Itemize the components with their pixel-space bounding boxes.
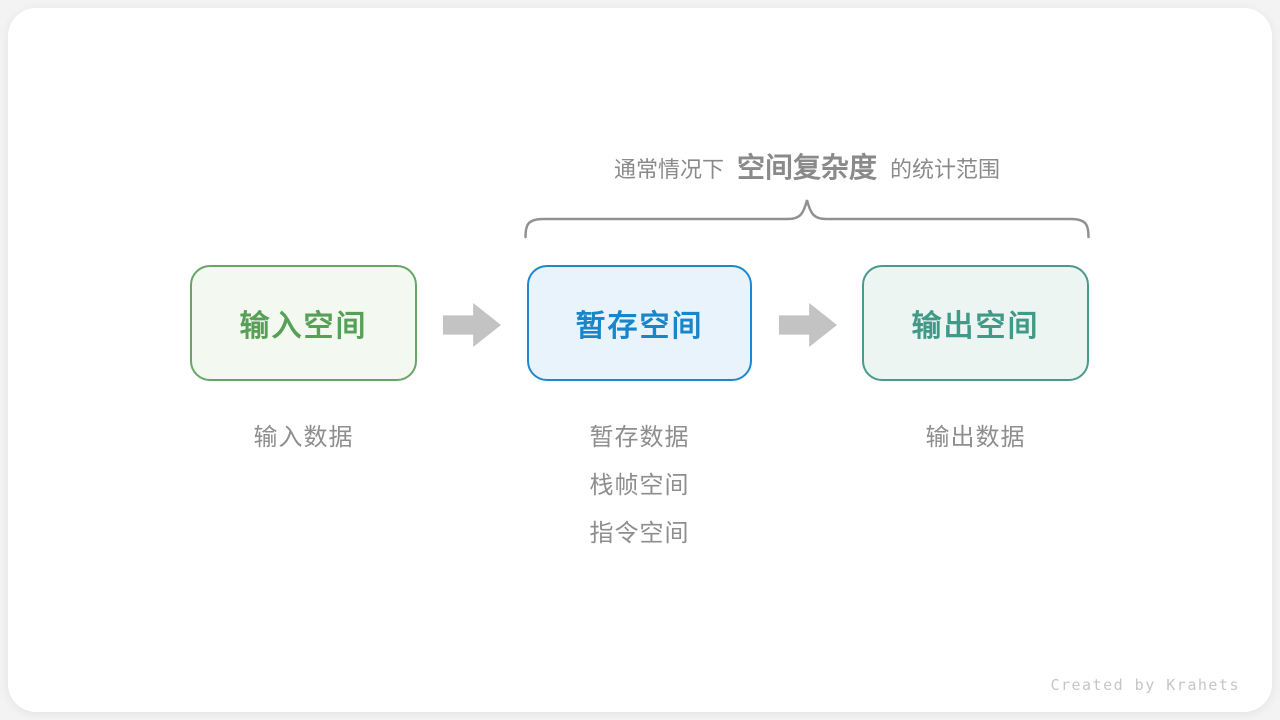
output-space-box: 输出空间 bbox=[862, 265, 1089, 381]
scope-title-prefix: 通常情况下 bbox=[613, 157, 724, 182]
note-line: 输出数据 bbox=[925, 424, 1026, 451]
curly-brace bbox=[524, 199, 1090, 239]
temp-space-label: 暂存空间 bbox=[575, 310, 704, 343]
note-line: 输入数据 bbox=[253, 424, 354, 451]
output-space-notes: 输出数据 bbox=[862, 414, 1089, 462]
input-space-box: 输入空间 bbox=[190, 265, 417, 381]
credit-text: Created by Krahets bbox=[1050, 676, 1240, 694]
output-space-label: 输出空间 bbox=[911, 310, 1040, 343]
input-space-label: 输入空间 bbox=[239, 310, 368, 343]
scope-title: 通常情况下 空间复杂度 的统计范围 bbox=[500, 146, 1114, 186]
scope-title-highlight: 空间复杂度 bbox=[736, 152, 877, 183]
input-space-notes: 输入数据 bbox=[190, 414, 417, 462]
note-line: 栈帧空间 bbox=[589, 472, 690, 499]
temp-space-box: 暂存空间 bbox=[527, 265, 752, 381]
temp-space-notes: 暂存数据 栈帧空间 指令空间 bbox=[527, 414, 752, 558]
scope-title-suffix: 的统计范围 bbox=[890, 157, 1001, 182]
note-line: 指令空间 bbox=[589, 520, 690, 547]
note-line: 暂存数据 bbox=[589, 424, 690, 451]
